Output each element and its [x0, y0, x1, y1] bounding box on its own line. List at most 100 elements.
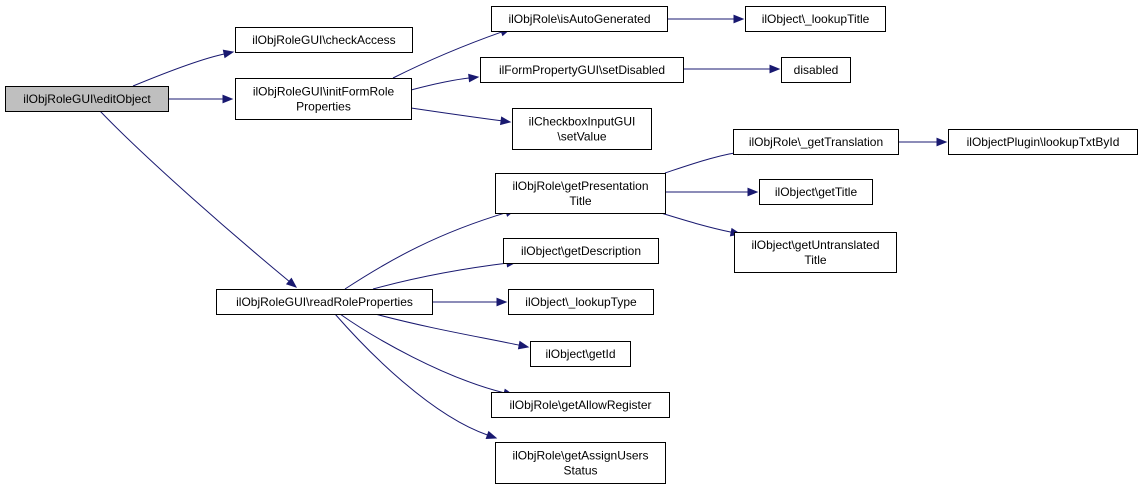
- node-label: ilObjRoleGUI\initFormRole: [253, 85, 395, 99]
- node-label: ilObjRole\getAssignUsers: [512, 449, 648, 463]
- edge-line: [374, 313, 521, 346]
- node-label: ilObjRoleGUI\checkAccess: [252, 33, 395, 47]
- node-box[interactable]: [235, 78, 412, 120]
- node-box[interactable]: [781, 57, 851, 83]
- node-box[interactable]: [948, 129, 1138, 155]
- edge-readRoleProperties-to-getAssignUsersStatus: [334, 313, 498, 440]
- node-label: ilObjectPlugin\lookupTxtById: [967, 135, 1120, 149]
- edge-readRoleProperties-to-getPresentationTitle: [344, 208, 517, 290]
- nodes-layer: ilObjRoleGUI\editObject ilObjRoleGUI\chec…: [5, 6, 1138, 484]
- node-box[interactable]: [733, 129, 899, 155]
- node-box[interactable]: [5, 86, 169, 112]
- arrowhead-icon: [747, 187, 759, 197]
- node-box[interactable]: [512, 108, 652, 150]
- node-lookupType[interactable]: ilObject\_lookupType: [508, 289, 654, 315]
- node-getId[interactable]: ilObject\getId: [530, 341, 631, 367]
- node-label: \setValue: [557, 130, 606, 144]
- node-label: ilObjRole\isAutoGenerated: [508, 12, 650, 26]
- node-label: ilObjRole\getAllowRegister: [509, 398, 651, 412]
- node-label: Title: [569, 194, 592, 208]
- node-lookupTxtById[interactable]: ilObjectPlugin\lookupTxtById: [948, 129, 1138, 155]
- node-getTitle[interactable]: ilObject\getTitle: [759, 179, 873, 205]
- node-box[interactable]: [480, 57, 684, 83]
- node-label: Title: [804, 253, 827, 267]
- node-label: ilObject\_lookupTitle: [762, 12, 870, 26]
- node-label: Status: [563, 464, 597, 478]
- node-label: disabled: [794, 63, 839, 77]
- node-label: ilFormPropertyGUI\setDisabled: [499, 63, 665, 77]
- node-label: ilObject\_lookupType: [525, 295, 637, 309]
- edge-getPresentationTitle-to-getUntranslatedTitle: [660, 212, 742, 237]
- edge-line: [334, 313, 489, 436]
- node-box[interactable]: [235, 27, 413, 53]
- edge-setDisabled-to-disabled: [683, 64, 781, 74]
- arrowhead-icon: [222, 94, 234, 104]
- node-getDescription[interactable]: ilObject\getDescription: [503, 238, 659, 264]
- node-label: ilObject\getUntranslated: [751, 238, 879, 252]
- edge-readRoleProperties-to-getId: [374, 313, 530, 350]
- node-box[interactable]: [745, 6, 886, 32]
- edge-line: [344, 211, 508, 290]
- arrowhead-icon: [485, 430, 498, 440]
- node-label: ilObject\getTitle: [775, 185, 858, 199]
- node-isAutoGenerated[interactable]: ilObjRole\isAutoGenerated: [491, 6, 668, 32]
- edge-editObject-to-checkAccess: [132, 49, 235, 87]
- node-box[interactable]: [491, 392, 670, 418]
- edge-line: [99, 110, 291, 283]
- edge-line: [392, 31, 503, 79]
- edge-readRoleProperties-to-lookupType: [432, 297, 508, 307]
- arrowhead-icon: [500, 116, 512, 126]
- node-label: ilObjRole\_getTranslation: [749, 135, 883, 149]
- edge-readRoleProperties-to-getDescription: [372, 258, 518, 290]
- node-label: ilObject\getId: [545, 347, 615, 361]
- node-disabled[interactable]: disabled: [781, 57, 851, 83]
- edge-editObject-to-initFormRoleProperties: [168, 94, 234, 104]
- edge-line: [660, 212, 733, 233]
- node-label: Properties: [296, 100, 351, 114]
- node-getTranslation[interactable]: ilObjRole\_getTranslation: [733, 129, 899, 155]
- arrowhead-icon: [222, 49, 235, 59]
- node-lookupTitle[interactable]: ilObject\_lookupTitle: [745, 6, 886, 32]
- node-getAllowRegister[interactable]: ilObjRole\getAllowRegister: [491, 392, 670, 418]
- arrowhead-icon: [769, 64, 781, 74]
- edge-line: [410, 107, 503, 122]
- node-setValue[interactable]: ilCheckboxInputGUI\setValue: [512, 108, 652, 150]
- node-box[interactable]: [495, 173, 666, 214]
- edge-initFormRoleProperties-to-setDisabled: [410, 73, 480, 91]
- node-readRoleProperties[interactable]: ilObjRoleGUI\readRoleProperties: [216, 289, 433, 315]
- node-label: ilObjRoleGUI\editObject: [23, 92, 151, 106]
- node-box[interactable]: [508, 289, 654, 315]
- arrowhead-icon: [285, 277, 298, 288]
- edge-line: [339, 313, 506, 394]
- edge-getPresentationTitle-to-getTitle: [665, 187, 759, 197]
- node-label: ilObjRole\getPresentation: [512, 179, 648, 193]
- arrowhead-icon: [468, 73, 480, 83]
- node-label: ilCheckboxInputGUI: [529, 115, 636, 129]
- edge-editObject-to-readRoleProperties: [99, 110, 298, 288]
- node-box[interactable]: [491, 6, 668, 32]
- arrowhead-icon: [936, 137, 948, 147]
- node-box[interactable]: [759, 179, 873, 205]
- edge-line: [410, 77, 471, 91]
- edge-line: [132, 53, 226, 87]
- node-label: ilObject\getDescription: [521, 244, 641, 258]
- arrowhead-icon: [733, 14, 745, 24]
- node-box[interactable]: [495, 442, 666, 484]
- node-checkAccess[interactable]: ilObjRoleGUI\checkAccess: [235, 27, 413, 53]
- node-box[interactable]: [216, 289, 433, 315]
- node-setDisabled[interactable]: ilFormPropertyGUI\setDisabled: [480, 57, 684, 83]
- node-box[interactable]: [734, 232, 897, 273]
- arrowhead-icon: [496, 297, 508, 307]
- edge-isAutoGenerated-to-lookupTitle: [667, 14, 745, 24]
- node-box[interactable]: [503, 238, 659, 264]
- edge-getTranslation-to-lookupTxtById: [898, 137, 948, 147]
- node-label: ilObjRoleGUI\readRoleProperties: [236, 295, 413, 309]
- node-editObject[interactable]: ilObjRoleGUI\editObject: [5, 86, 169, 112]
- arrowhead-icon: [517, 340, 530, 350]
- node-box[interactable]: [530, 341, 631, 367]
